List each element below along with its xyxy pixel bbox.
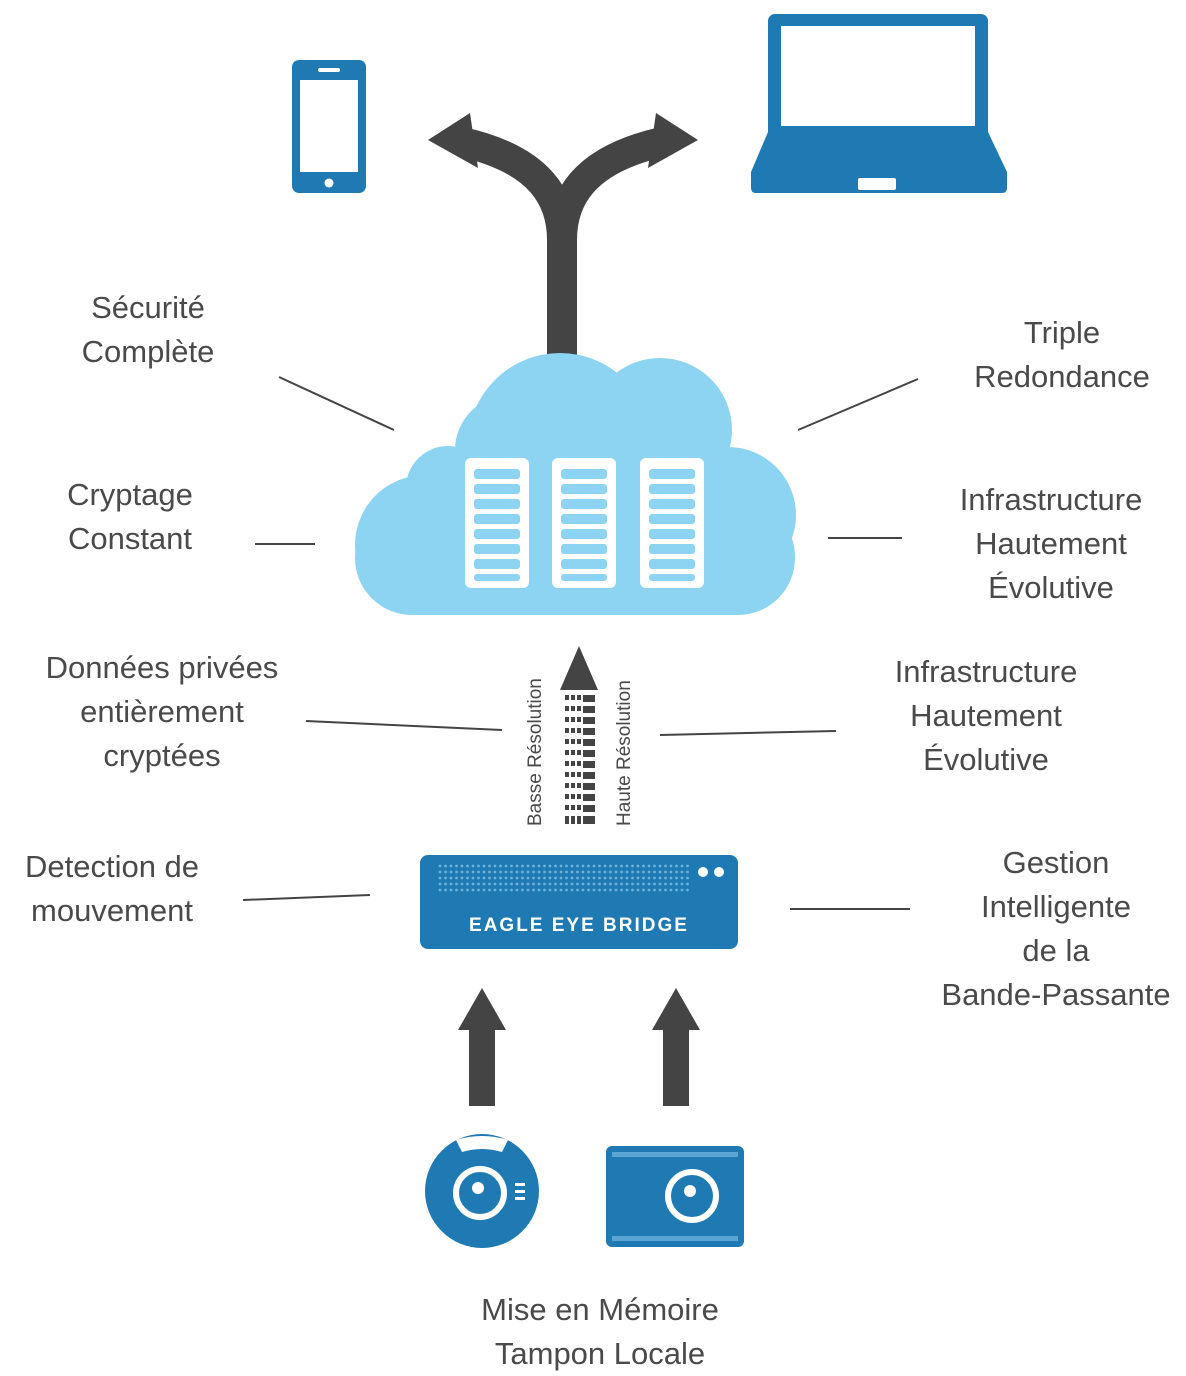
bridge-appliance-icon (420, 855, 738, 949)
camera-arrow-left (458, 988, 506, 1106)
server-rack-right (640, 458, 704, 588)
laptop-icon (751, 14, 1007, 193)
high-resolution-label: Haute Résolution (614, 680, 635, 826)
low-resolution-label: Basse Résolution (525, 678, 546, 826)
camera-arrow-right (652, 988, 700, 1106)
connector-lines (242, 376, 919, 910)
box-camera-icon (606, 1146, 744, 1247)
server-rack-left (465, 458, 529, 588)
connector-donnees (305, 720, 503, 731)
connector-infra2 (659, 730, 837, 736)
bridge-name: EAGLE EYE BRIDGE (469, 915, 689, 936)
connector-detection (242, 894, 371, 901)
connector-securite (278, 376, 395, 431)
connector-triple (797, 378, 919, 431)
server-rack-center (552, 458, 616, 588)
forked-arrow (428, 113, 698, 392)
dome-camera-icon (425, 1134, 539, 1248)
stream-arrow (560, 646, 598, 824)
smartphone-icon (292, 60, 366, 193)
